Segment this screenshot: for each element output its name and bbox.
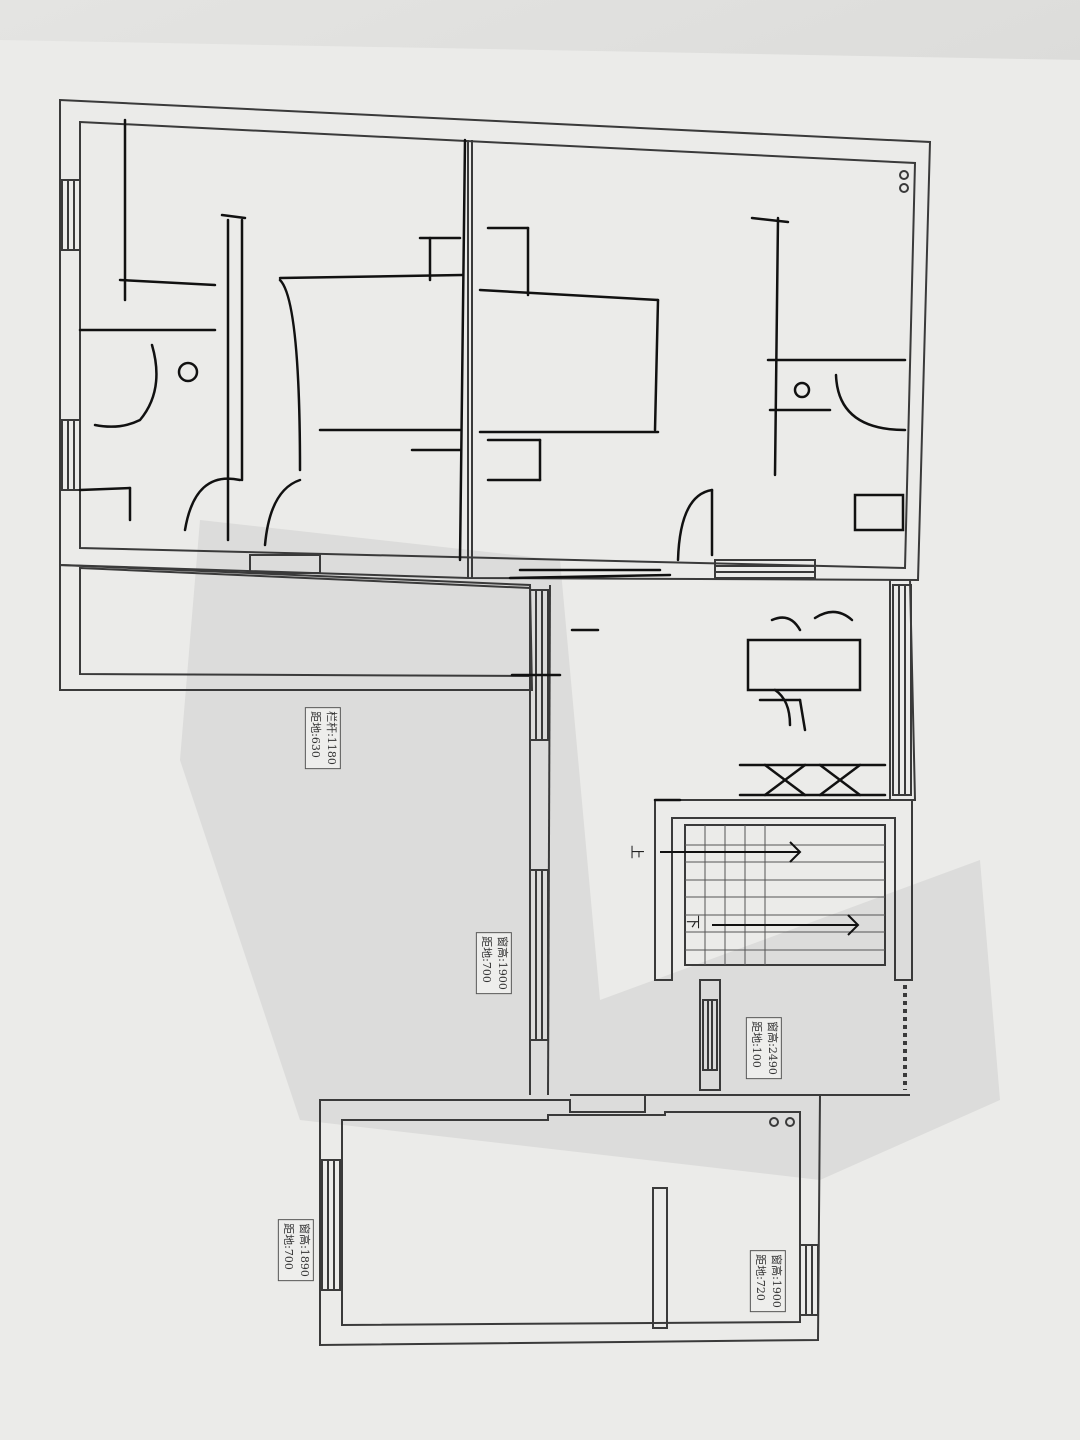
bottom-left-window-height: 窗高:1890 <box>297 1223 311 1277</box>
railing-floor-distance: 距地:630 <box>308 711 322 758</box>
stair-enclosure <box>654 799 913 981</box>
stair-up-label: 上 <box>628 845 644 859</box>
corridor-window-floor-distance: 距地:700 <box>479 936 493 983</box>
stair-treads <box>685 825 885 965</box>
inner-wall-top <box>79 120 917 570</box>
bottom-left-window-floor-distance: 距地:700 <box>281 1223 295 1270</box>
bottom-partition <box>652 1187 668 1329</box>
hand-sketch <box>78 118 907 802</box>
bottom-right-window-height: 窗高:1900 <box>769 1254 783 1308</box>
stair-down-label: 下 <box>684 915 700 929</box>
stair-inner <box>684 824 886 966</box>
shadow-overlay <box>180 520 1000 1180</box>
railing-height: 栏杆:1180 <box>324 711 338 765</box>
outer-wall-top <box>59 98 932 582</box>
down-arrow-icon <box>847 914 860 936</box>
top-left-window <box>61 179 81 251</box>
railing-label: 栏杆:1180 距地:630 <box>304 707 341 769</box>
corridor-window-height: 窗高:1900 <box>495 936 509 990</box>
bottom-right-window-floor-distance: 距地:720 <box>753 1254 767 1301</box>
stair-arrows <box>660 841 860 936</box>
corridor-window <box>529 869 549 1041</box>
bottom-left-window-label: 窗高:1890 距地:700 <box>277 1219 314 1281</box>
corridor-window-label: 窗高:1900 距地:700 <box>475 932 512 994</box>
balcony <box>59 563 534 691</box>
bottom-block-inner <box>341 1111 801 1327</box>
bottom-right-window <box>799 1244 819 1316</box>
bottom-left-window <box>321 1159 341 1291</box>
up-arrow-icon <box>789 841 802 863</box>
stair-window-floor-distance: 距地:100 <box>749 1021 763 1068</box>
stair-window-height: 窗高:2490 <box>765 1021 779 1075</box>
stair-window-label: 窗高:2490 距地:100 <box>745 1017 782 1079</box>
bottom-right-window-label: 窗高:1900 距地:720 <box>749 1250 786 1312</box>
